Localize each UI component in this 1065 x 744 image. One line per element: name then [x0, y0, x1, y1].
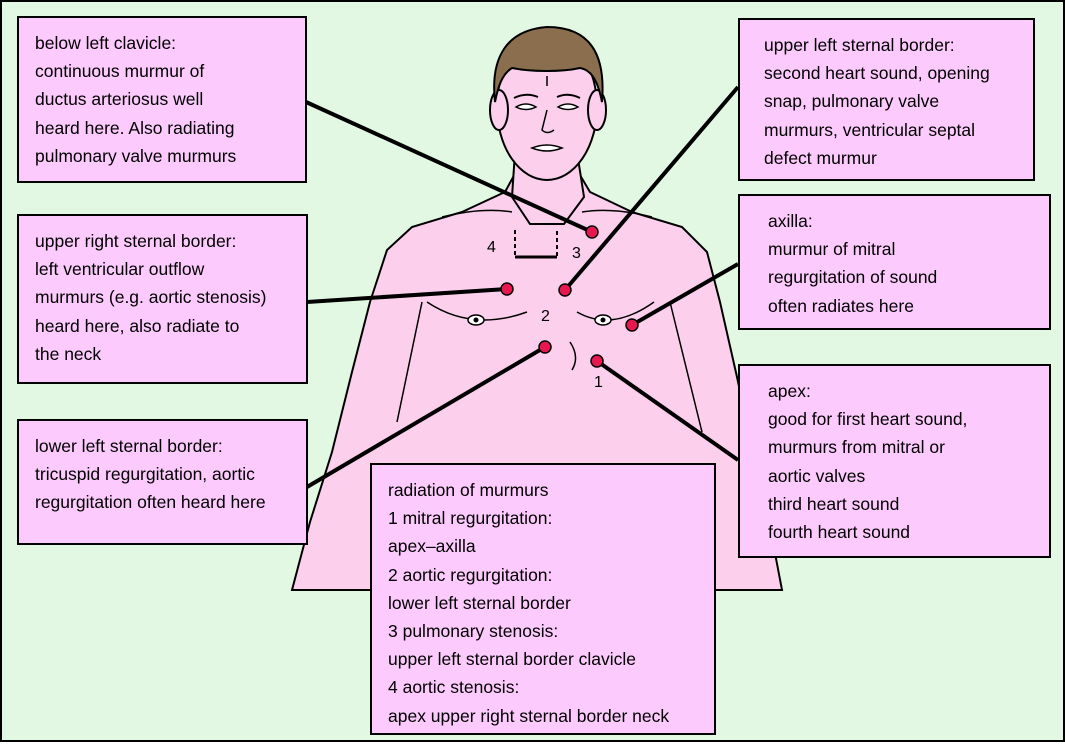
callout-text: good for first heart sound,	[768, 409, 968, 430]
marker-upper-left-sternal	[558, 283, 572, 297]
clavicles	[441, 209, 653, 218]
leader-upper-right-sternal	[306, 287, 508, 304]
callout-upper-right-sternal: upper right sternal border: left ventric…	[17, 214, 308, 384]
callout-text: heard here. Also radiating	[35, 117, 235, 138]
callout-text: the neck	[35, 343, 102, 364]
right-nipple	[594, 314, 612, 326]
nose	[541, 109, 555, 134]
callout-text: 3 pulmonary stenosis:	[388, 621, 559, 642]
callout-text: aortic valves	[768, 465, 866, 486]
marker-upper-right-sternal	[500, 282, 514, 296]
callout-text: snap, pulmonary valve	[764, 91, 940, 112]
callout-text: pulmonary valve murmurs	[35, 145, 237, 166]
callout-text: apex–axilla	[388, 536, 476, 557]
callout-text: apex upper right sternal border neck	[388, 705, 670, 726]
callout-heading: radiation of murmurs	[388, 480, 549, 500]
area-number-1: 1	[594, 374, 603, 391]
marker-lower-left-sternal	[538, 340, 552, 354]
leader-upper-left-sternal	[563, 85, 740, 292]
arm-creases	[396, 301, 703, 433]
callout-text: 2 aortic regurgitation:	[388, 564, 553, 585]
callout-text: murmurs (e.g. aortic stenosis)	[35, 287, 267, 308]
callout-radiation-of-murmurs: radiation of murmurs 1 mitral regurgitat…	[370, 463, 716, 735]
callout-text: upper left sternal border clavicle	[388, 649, 637, 670]
callout-text: tricuspid regurgitation, aortic	[35, 464, 255, 485]
callout-heading: axilla:	[768, 211, 813, 231]
leader-lower-left-sternal	[305, 345, 547, 489]
callout-text: defect murmur	[764, 147, 877, 168]
callout-upper-left-sternal: upper left sternal border: second heart …	[738, 18, 1035, 181]
callout-text: continuous murmur of	[35, 61, 205, 82]
callout-text: murmur of mitral	[768, 239, 896, 260]
leader-below-left-clavicle	[305, 100, 593, 234]
left-nipple	[467, 314, 485, 326]
callout-text: often radiates here	[768, 295, 914, 316]
callout-text: lower left sternal border	[388, 592, 571, 613]
callout-text: murmurs, ventricular septal	[764, 119, 976, 140]
area-number-4: 4	[487, 239, 496, 256]
callout-text: 4 aortic stenosis:	[388, 677, 520, 698]
leader-axilla	[631, 262, 739, 327]
callout-text: ductus arteriosus well	[35, 89, 204, 110]
callout-text: regurgitation of sound	[768, 267, 938, 288]
leader-apex	[595, 359, 740, 462]
callout-text: heard here, also radiate to	[35, 315, 240, 336]
callout-heading: upper left sternal border:	[764, 35, 955, 55]
left-eye	[514, 103, 538, 111]
callout-text: second heart sound, opening	[764, 63, 990, 84]
callout-heading: upper right sternal border:	[35, 231, 237, 251]
area-number-3: 3	[572, 245, 581, 262]
mouth	[529, 144, 565, 152]
callout-lower-left-sternal: lower left sternal border: tricuspid reg…	[17, 419, 308, 545]
callout-text: 1 mitral regurgitation:	[388, 508, 553, 529]
marker-axilla	[625, 318, 639, 332]
marker-apex	[590, 354, 604, 368]
left-ear	[489, 89, 509, 131]
hair	[493, 25, 604, 103]
right-eye	[556, 103, 580, 111]
callout-heading: lower left sternal border:	[35, 436, 223, 456]
callout-heading: below left clavicle:	[35, 33, 177, 53]
callout-heading: apex:	[768, 381, 811, 401]
callout-text: left ventricular outflow	[35, 259, 205, 280]
callout-text: third heart sound	[768, 493, 900, 514]
area-number-2: 2	[541, 308, 550, 325]
marker-below-left-clavicle	[585, 225, 599, 239]
brows	[513, 93, 581, 99]
callout-text: fourth heart sound	[768, 522, 911, 543]
callout-text: regurgitation often heard here	[35, 492, 266, 513]
callout-apex: apex: good for first heart sound, murmur…	[738, 364, 1051, 558]
callout-text: murmurs from mitral or	[768, 437, 945, 458]
callout-below-left-clavicle: below left clavicle: continuous murmur o…	[17, 16, 307, 183]
callout-axilla: axilla: murmur of mitral regurgitation o…	[738, 194, 1051, 330]
